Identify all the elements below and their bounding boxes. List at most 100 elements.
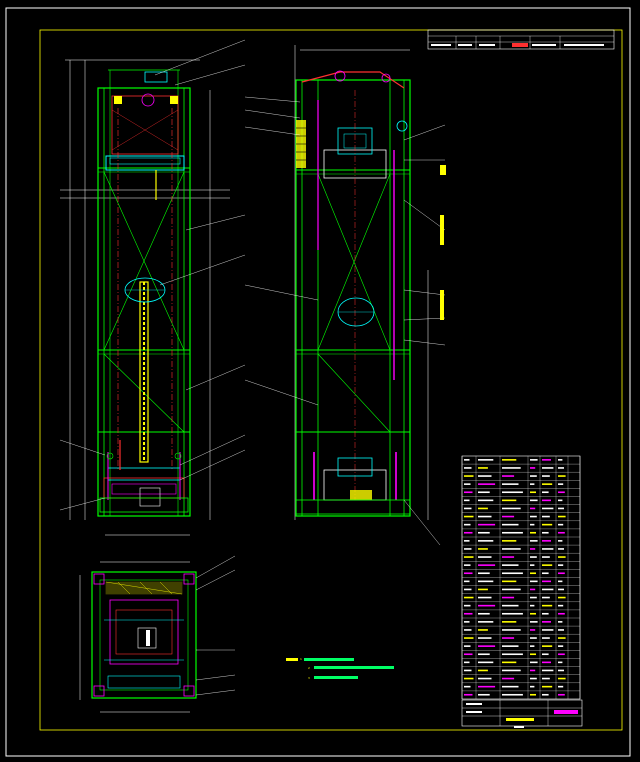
parts-table-entry: [478, 507, 488, 510]
parts-table-entry: [478, 540, 494, 542]
side-elevation-view: [244, 45, 446, 546]
parts-table-entry: [478, 685, 496, 688]
parts-table-entry: [502, 564, 519, 566]
parts-table-entry: [558, 693, 565, 696]
parts-table-entry: [464, 540, 470, 542]
parts-table-entry: [558, 467, 564, 469]
parts-table-entry: [558, 491, 565, 494]
parts-table-entry: [464, 483, 471, 485]
parts-table-entry: [464, 669, 472, 672]
parts-table-entry: [464, 693, 473, 696]
parts-table-entry: [502, 523, 519, 526]
parts-table-entry: [530, 507, 536, 510]
parts-table-entry: [530, 693, 536, 696]
parts-table-entry: [558, 588, 564, 591]
parts-table-entry: [530, 499, 538, 502]
parts-table-entry: [530, 548, 536, 550]
parts-table-entry: [502, 645, 519, 647]
parts-table-entry: [530, 645, 535, 647]
parts-table-entry: [530, 459, 538, 461]
parts-list-table: [461, 455, 581, 700]
parts-table-entry: [558, 564, 564, 566]
parts-table-entry: [558, 637, 566, 639]
parts-table-entry: [530, 612, 536, 615]
parts-table-entry: [502, 588, 521, 591]
parts-table-entry: [558, 612, 565, 615]
parts-table-entry: [542, 580, 551, 583]
parts-table-entry: [464, 596, 474, 599]
parts-table-entry: [502, 669, 521, 672]
parts-table-entry: [478, 459, 494, 461]
parts-table-entry: [464, 580, 470, 583]
front-elevation-view: [59, 39, 246, 536]
parts-table-entry: [464, 685, 471, 688]
parts-table-entry: [558, 629, 564, 631]
parts-table-entry: [558, 661, 563, 664]
parts-table-entry: [542, 540, 551, 542]
parts-table-entry: [530, 653, 536, 656]
parts-table-entry: [530, 556, 537, 558]
parts-table-entry: [558, 507, 564, 510]
plan-view: [79, 555, 236, 713]
parts-table-entry: [502, 604, 519, 607]
parts-table-entry: [502, 459, 517, 461]
parts-table-entry: [542, 499, 551, 502]
parts-table-entry: [464, 629, 472, 631]
parts-table-entry: [542, 556, 550, 558]
parts-table-entry: [478, 572, 490, 575]
parts-table-entry: [464, 491, 473, 494]
parts-table-entry: [502, 556, 515, 558]
parts-table-entry: [530, 588, 536, 591]
parts-table-entry: [464, 645, 471, 647]
parts-table-entry: [502, 499, 517, 502]
parts-table-entry: [502, 467, 521, 469]
parts-table-entry: [530, 523, 535, 526]
parts-table-entry: [502, 612, 523, 615]
notes-block: 2 3 1: [286, 657, 394, 680]
parts-table-entry: [464, 572, 473, 575]
parts-table-entry: [464, 507, 472, 510]
parts-table-entry: [542, 523, 553, 526]
parts-table-entry: [464, 612, 473, 615]
parts-table-entry: [478, 467, 488, 469]
parts-table-entry: [558, 475, 566, 477]
parts-table-entry: [542, 629, 554, 631]
note-number-1: 1: [300, 657, 302, 661]
parts-table-entry: [502, 621, 517, 623]
parts-table-entry: [542, 572, 549, 575]
parts-table-entry: [478, 629, 488, 631]
parts-table-entry: [478, 491, 490, 494]
parts-table-entry: [502, 515, 515, 518]
inner-frame: [39, 29, 623, 731]
revision-block: [427, 29, 615, 50]
parts-table-entry: [542, 677, 550, 680]
parts-table-entry: [478, 483, 496, 485]
parts-table-entry: [542, 507, 554, 510]
parts-table-entry: [502, 572, 523, 575]
parts-table-entry: [464, 661, 470, 664]
parts-table-entry: [558, 621, 563, 623]
parts-table-entry: [558, 540, 563, 542]
parts-table-entry: [478, 588, 488, 591]
parts-table-entry: [542, 588, 554, 591]
parts-table-entry: [464, 637, 474, 639]
parts-table-entry: [502, 653, 523, 656]
parts-table-entry: [502, 548, 521, 550]
parts-table-entry: [478, 621, 494, 623]
note-number-3: 3: [308, 676, 310, 680]
parts-table-entry: [478, 604, 496, 607]
parts-table-entry: [502, 693, 523, 696]
parts-table-entry: [558, 653, 565, 656]
parts-table-entry: [530, 475, 537, 477]
parts-table-entry: [558, 572, 565, 575]
parts-table-entry: [502, 685, 519, 688]
parts-table-entry: [530, 637, 537, 639]
parts-table-entry: [542, 483, 553, 485]
parts-table-entry: [530, 540, 538, 542]
parts-table-entry: [558, 645, 564, 647]
parts-table-entry: [542, 596, 550, 599]
parts-table-entry: [502, 596, 515, 599]
parts-table-entry: [502, 540, 517, 542]
parts-table-entry: [478, 523, 496, 526]
parts-table-entry: [478, 693, 490, 696]
